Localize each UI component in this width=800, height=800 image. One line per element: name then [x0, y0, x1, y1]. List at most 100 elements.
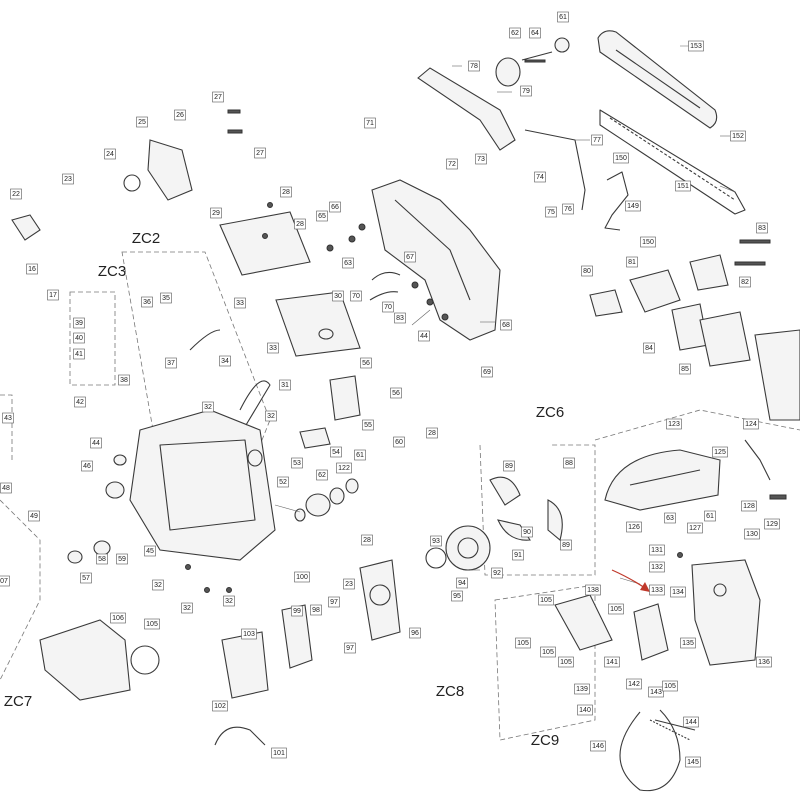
callout-56b: 56	[390, 387, 402, 399]
callout-number: 28	[363, 537, 371, 544]
callout-number: 67	[406, 254, 414, 261]
callout-box	[730, 130, 746, 142]
callout-105c: 105	[515, 637, 531, 649]
clutch-side-housing	[691, 559, 761, 666]
callout-number: 29	[212, 210, 220, 217]
callout-box	[280, 186, 292, 198]
group-label-zc7: ZC7	[4, 693, 32, 710]
callout-box	[562, 203, 574, 215]
callout-box	[294, 571, 310, 583]
callout-number: 69	[483, 369, 491, 376]
callout-box	[361, 534, 373, 546]
callout-129: 129	[764, 518, 780, 530]
callout-box	[160, 292, 172, 304]
callout-number: 140	[579, 707, 591, 714]
callout-33a: 33	[234, 297, 246, 309]
callout-box	[581, 265, 593, 277]
callout-box	[279, 379, 291, 391]
callout-37: 37	[165, 357, 177, 369]
callout-152: 152	[730, 130, 746, 142]
callout-number: 123	[668, 421, 680, 428]
callout-number: 27	[214, 94, 222, 101]
group-label-zc9: ZC9	[531, 732, 559, 749]
callout-54: 54	[330, 446, 342, 458]
callout-number: 52	[279, 479, 287, 486]
callout-box	[520, 85, 532, 97]
callout-number: 105	[517, 640, 529, 647]
callout-number: 151	[677, 183, 689, 190]
callout-box	[10, 188, 22, 200]
brake-band	[619, 709, 681, 792]
callout-number: 149	[627, 203, 639, 210]
callout-65: 65	[316, 210, 328, 222]
callout-box	[96, 553, 108, 565]
callout-box	[409, 627, 421, 639]
callout-box	[626, 521, 642, 533]
callout-22: 22	[10, 188, 22, 200]
callout-box	[382, 301, 394, 313]
callout-105f: 105	[608, 603, 624, 615]
callout-32e: 32	[223, 595, 235, 607]
callout-number: 62	[511, 30, 519, 37]
callout-box	[613, 152, 629, 164]
callout-box	[26, 263, 38, 275]
callout-146: 146	[590, 740, 606, 752]
callout-box	[141, 296, 153, 308]
callout-box	[364, 117, 376, 129]
callout-number: 134	[672, 589, 684, 596]
callout-number: 98	[312, 607, 320, 614]
callout-box	[591, 134, 603, 146]
callout-number: 105	[610, 606, 622, 613]
callout-88: 88	[563, 457, 575, 469]
callout-box	[675, 180, 691, 192]
callout-68: 68	[500, 319, 512, 331]
callout-number: 74	[536, 174, 544, 181]
callout-number: 46	[83, 463, 91, 470]
callout-box	[254, 147, 266, 159]
callout-89b: 89	[560, 539, 572, 551]
callout-55: 55	[362, 419, 374, 431]
callout-75: 75	[545, 206, 557, 218]
callout-17: 17	[47, 289, 59, 301]
callout-number: 56	[392, 390, 400, 397]
callout-95: 95	[451, 590, 463, 602]
callout-60: 60	[393, 436, 405, 448]
callout-number: 92	[493, 570, 501, 577]
callout-number: 16	[28, 266, 36, 273]
crankcase	[129, 409, 276, 561]
callout-153: 153	[688, 40, 704, 52]
callout-box	[739, 276, 751, 288]
callout-box	[538, 594, 554, 606]
callout-number: 63	[344, 260, 352, 267]
callout-48: 48	[0, 482, 12, 494]
callout-127: 127	[687, 522, 703, 534]
callout-number: 57	[82, 575, 90, 582]
callout-box	[241, 628, 257, 640]
callout-90: 90	[521, 526, 533, 538]
callout-27a: 27	[212, 91, 224, 103]
callout-box	[545, 206, 557, 218]
cylinder-cover	[147, 139, 193, 201]
callout-number: 90	[523, 529, 531, 536]
callout-number: 80	[583, 268, 591, 275]
callout-number: 105	[560, 659, 572, 666]
callout-62: 62	[509, 27, 521, 39]
callout-box	[73, 332, 85, 344]
callout-number: 70	[384, 304, 392, 311]
callout-27b: 27	[254, 147, 266, 159]
callout-number: 59	[118, 556, 126, 563]
callout-07: 07	[0, 575, 10, 587]
callout-box	[679, 363, 691, 375]
callout-number: 83	[396, 315, 404, 322]
callout-number: 130	[746, 531, 758, 538]
callout-28b: 28	[294, 218, 306, 230]
callout-box	[212, 91, 224, 103]
callout-number: 142	[628, 681, 640, 688]
group-label-zc8: ZC8	[436, 683, 464, 700]
callout-box	[590, 740, 606, 752]
callout-number: 88	[565, 460, 573, 467]
callout-box	[144, 545, 156, 557]
callout-143: 143	[648, 686, 664, 698]
callout-83b: 83	[756, 222, 768, 234]
callout-number: 152	[732, 133, 744, 140]
